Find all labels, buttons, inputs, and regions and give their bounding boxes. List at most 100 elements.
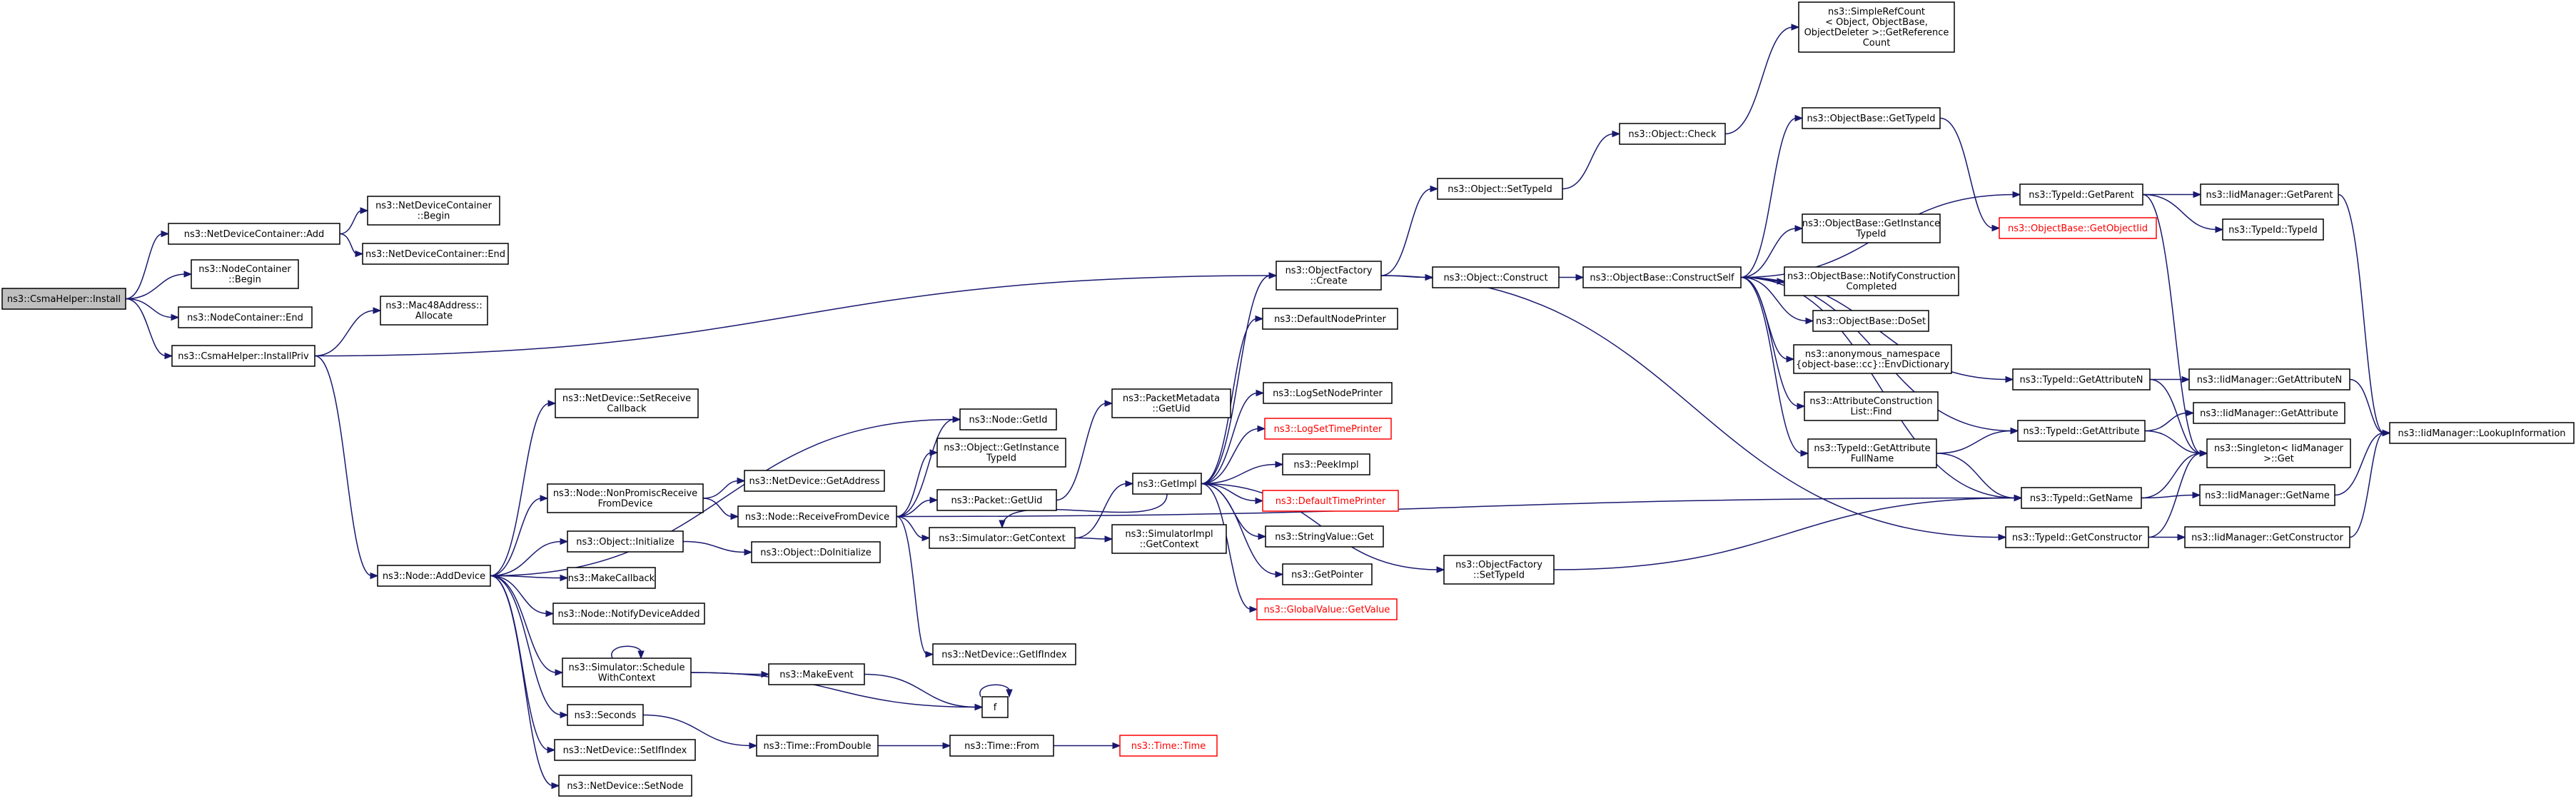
call-edges — [125, 24, 2391, 790]
node-nd-getaddress[interactable]: ns3::NetDevice::GetAddress — [744, 470, 885, 492]
call-edge-typeid_getattributen-to-iidmanager_getattributen — [2150, 376, 2191, 383]
call-edge-objectfactory_create-to-typeid_getconstructor — [1380, 275, 2007, 541]
node-node-adddevice[interactable]: ns3::Node::AddDevice — [377, 565, 491, 587]
node-label: ::Begin — [228, 275, 261, 286]
node-box — [1432, 266, 1560, 288]
node-box — [1784, 266, 1959, 296]
node-typeid-getname[interactable]: ns3::TypeId::GetName — [2021, 487, 2142, 509]
node-ndc-begin[interactable]: ns3::NetDeviceContainer::Begin — [367, 196, 500, 226]
node-nd-getifindex[interactable]: ns3::NetDevice::GetIfIndex — [932, 643, 1076, 665]
node-label: ns3::TypeId::TypeId — [2228, 225, 2318, 236]
node-objbase-doset[interactable]: ns3::ObjectBase::DoSet — [1812, 310, 1929, 332]
node-csma-install[interactable]: ns3::CsmaHelper::Install — [1, 288, 126, 310]
node-time-fromdouble[interactable]: ns3::Time::FromDouble — [756, 735, 879, 757]
node-label: Count — [1863, 38, 1891, 49]
node-nd-setifindex[interactable]: ns3::NetDevice::SetIfIndex — [554, 739, 696, 761]
node-obj-construct[interactable]: ns3::Object::Construct — [1432, 266, 1560, 288]
node-makecallback[interactable]: ns3::MakeCallback — [567, 567, 656, 589]
node-nc-end[interactable]: ns3::NodeContainer::End — [178, 306, 313, 328]
node-node-notifydeviceadded[interactable]: ns3::Node::NotifyDeviceAdded — [552, 603, 705, 625]
node-stringvalue-get[interactable]: ns3::StringValue::Get — [1265, 525, 1384, 548]
node-box — [1282, 453, 1370, 475]
node-f[interactable]: f — [981, 696, 1009, 718]
node-label: FromDevice — [598, 499, 653, 510]
node-objbase-constructself[interactable]: ns3::ObjectBase::ConstructSelf — [1582, 266, 1742, 288]
node-singleton-get[interactable]: ns3::Singleton< IidManager>::Get — [2206, 438, 2351, 468]
node-node-getid[interactable]: ns3::Node::GetId — [959, 408, 1057, 430]
node-mac48-allocate[interactable]: ns3::Mac48Address::Allocate — [380, 296, 488, 326]
node-iidmanager-getattributen[interactable]: ns3::IidManager::GetAttributeN — [2188, 368, 2350, 391]
node-iidmanager-getattribute[interactable]: ns3::IidManager::GetAttribute — [2193, 402, 2345, 424]
node-typeid-getparent[interactable]: ns3::TypeId::GetParent — [2019, 183, 2143, 206]
node-label: ns3::NetDevice::SetNode — [567, 781, 683, 792]
node-getimpl[interactable]: ns3::GetImpl — [1132, 473, 1202, 495]
node-objectfactory-settypeid[interactable]: ns3::ObjectFactory::SetTypeId — [1443, 555, 1555, 585]
node-makeevent[interactable]: ns3::MakeEvent — [768, 663, 865, 685]
node-label: ns3::Packet::GetUid — [951, 495, 1043, 506]
node-label: ns3::Node::GetId — [969, 415, 1048, 425]
node-obj-initialize[interactable]: ns3::Object::Initialize — [567, 530, 684, 553]
node-label: Completed — [1847, 282, 1897, 293]
node-obj-settypeid[interactable]: ns3::Object::SetTypeId — [1437, 178, 1563, 200]
node-iidmanager-getname[interactable]: ns3::IidManager::GetName — [2199, 484, 2335, 506]
node-time-from[interactable]: ns3::Time::From — [949, 735, 1054, 757]
node-box — [1798, 1, 1955, 53]
node-label: ::Begin — [418, 211, 450, 222]
node-iidmanager-getconstructor[interactable]: ns3::IidManager::GetConstructor — [2184, 526, 2350, 548]
node-packetmetadata-getuid[interactable]: ns3::PacketMetadata::GetUid — [1111, 388, 1231, 418]
node-label: ns3::Object::Construct — [1443, 273, 1547, 283]
node-nd-setnode[interactable]: ns3::NetDevice::SetNode — [558, 775, 692, 797]
node-box — [567, 567, 656, 589]
node-iidmanager-lookupinformation[interactable]: ns3::IidManager::LookupInformation — [2389, 422, 2575, 444]
node-box — [367, 196, 500, 226]
node-node-receivefromdevice[interactable]: ns3::Node::ReceiveFromDevice — [737, 505, 897, 528]
node-objectfactory-create[interactable]: ns3::ObjectFactory::Create — [1276, 261, 1382, 291]
node-logsettimeprinter[interactable]: ns3::LogSetTimePrinter — [1264, 418, 1392, 440]
call-edge-obj_check-to-simplerefcount — [1724, 24, 1800, 135]
call-edge-sim_schedulewithcontext-to-sim_schedulewithcontext — [611, 645, 645, 660]
node-csma-installpriv[interactable]: ns3::CsmaHelper::InstallPriv — [171, 345, 315, 367]
node-globalvalue-getvalue[interactable]: ns3::GlobalValue::GetValue — [1256, 598, 1398, 620]
node-box — [562, 658, 692, 687]
node-label: ::Create — [1310, 276, 1348, 287]
node-logsetnodeprinter[interactable]: ns3::LogSetNodePrinter — [1263, 382, 1393, 404]
node-objbase-gettypeid[interactable]: ns3::ObjectBase::GetTypeId — [1802, 107, 1941, 129]
node-typeid-typeid[interactable]: ns3::TypeId::TypeId — [2222, 218, 2324, 241]
node-packet-getuid[interactable]: ns3::Packet::GetUid — [936, 489, 1057, 511]
node-simplerefcount[interactable]: ns3::SimpleRefCount< Object, ObjectBase,… — [1798, 1, 1955, 53]
node-sim-getcontext[interactable]: ns3::Simulator::GetContext — [929, 527, 1076, 549]
node-objbase-getobjectiid[interactable]: ns3::ObjectBase::GetObjectIid — [1999, 217, 2157, 239]
node-label: ns3::Object::Initialize — [576, 537, 675, 548]
node-box — [558, 775, 692, 797]
node-typeid-getattribute[interactable]: ns3::TypeId::GetAttribute — [2017, 420, 2146, 442]
node-peekimpl[interactable]: ns3::PeekImpl — [1282, 453, 1370, 475]
node-label: ns3::SimulatorImpl — [1125, 529, 1213, 540]
node-seconds[interactable]: ns3::Seconds — [567, 704, 644, 726]
node-iidmanager-getparent[interactable]: ns3::IidManager::GetParent — [2200, 183, 2339, 206]
node-ndc-add[interactable]: ns3::NetDeviceContainer::Add — [168, 223, 340, 245]
call-edge-csma_install-to-csma_installpriv — [125, 298, 173, 360]
node-simimpl-getcontext[interactable]: ns3::SimulatorImpl::GetContext — [1111, 524, 1227, 554]
call-edge-csma_installpriv-to-mac48_allocate — [314, 307, 382, 357]
node-obj-doinitialize[interactable]: ns3::Object::DoInitialize — [751, 541, 881, 563]
call-edge-node_receivefromdevice-to-node_getid — [896, 415, 961, 518]
node-defaultnodeprinter[interactable]: ns3::DefaultNodePrinter — [1262, 308, 1398, 330]
node-getpointer[interactable]: ns3::GetPointer — [1282, 563, 1373, 585]
node-typeid-getattributen[interactable]: ns3::TypeId::GetAttributeN — [2012, 368, 2151, 391]
node-objbase-notifyconstruction[interactable]: ns3::ObjectBase::NotifyConstructionCompl… — [1784, 266, 1959, 296]
node-nc-begin[interactable]: ns3::NodeContainer::Begin — [191, 259, 299, 289]
node-anon-envdictionary[interactable]: ns3::anonymous_namespace{object-base::cc… — [1793, 344, 1952, 374]
node-typeid-getconstructor[interactable]: ns3::TypeId::GetConstructor — [2005, 526, 2149, 548]
node-obj-check[interactable]: ns3::Object::Check — [1619, 123, 1726, 145]
node-time-time[interactable]: ns3::Time::Time — [1119, 735, 1218, 757]
node-ndc-end[interactable]: ns3::NetDeviceContainer::End — [362, 243, 509, 265]
node-label: ns3::NetDeviceContainer — [375, 201, 493, 211]
node-defaulttimeprinter[interactable]: ns3::DefaultTimePrinter — [1262, 490, 1399, 512]
